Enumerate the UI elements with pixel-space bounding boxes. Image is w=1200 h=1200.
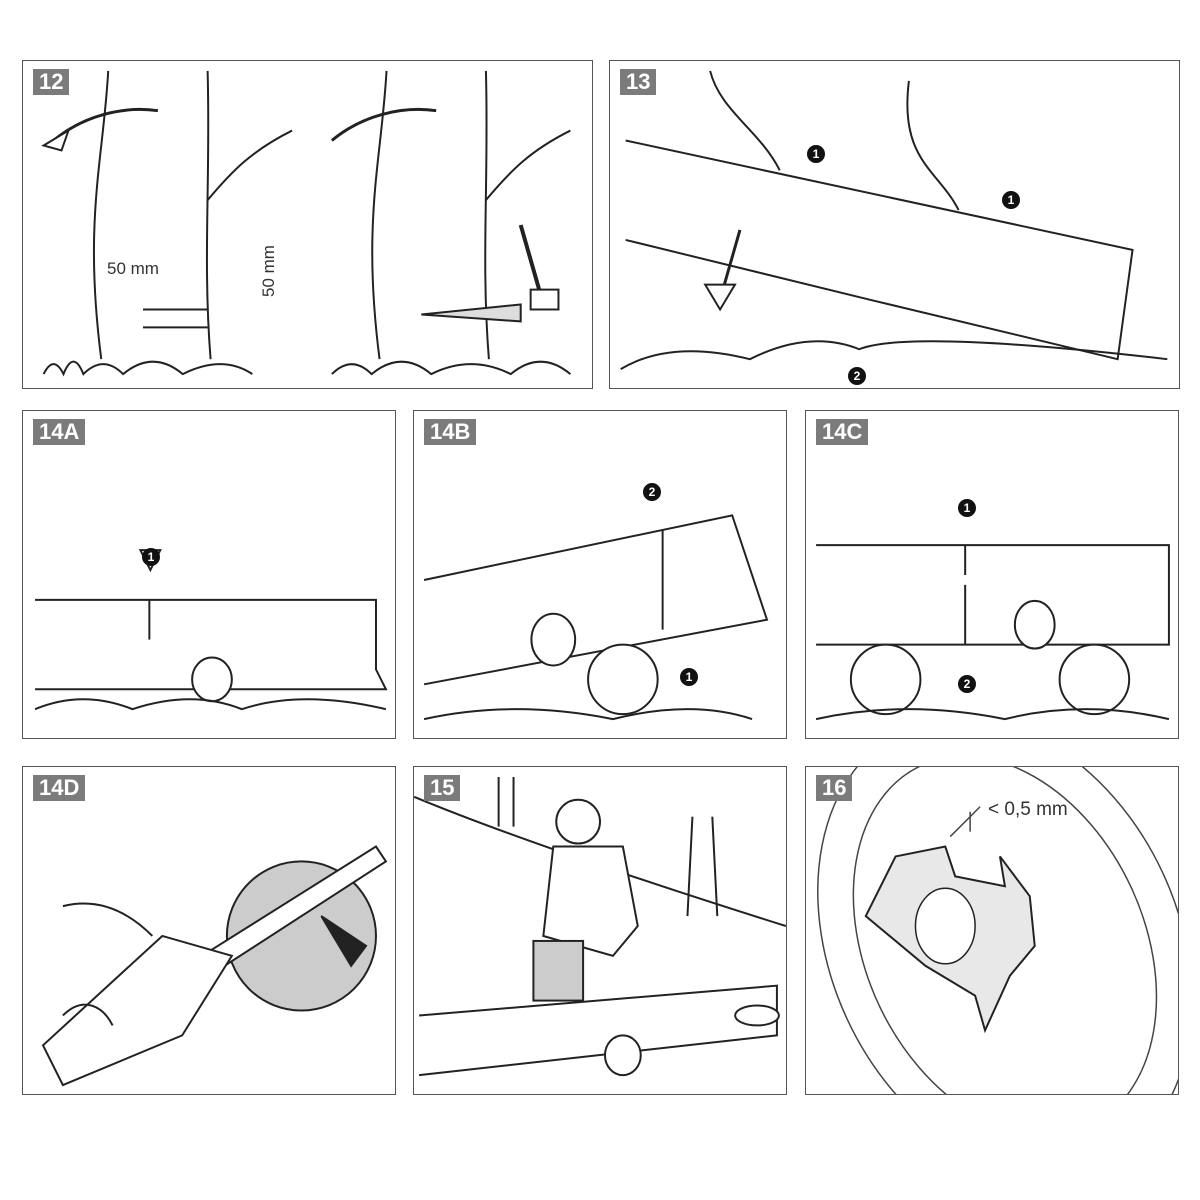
chainsaw-illustration (41, 845, 388, 1087)
log-illustration (34, 549, 388, 711)
figure-label: 14C (816, 419, 869, 445)
figure-16-sprocket-wear: 16 < 0,5 mm (805, 766, 1179, 1095)
figure-label: 14A (33, 419, 86, 445)
marker-1: 1 (958, 499, 976, 517)
fallen-tree-illustration (620, 70, 1168, 370)
figure-label: 16 (816, 775, 853, 801)
figure-13-limbing: 13 1 1 2 (609, 60, 1180, 389)
figure-label: 13 (620, 69, 657, 95)
operator-illustration (414, 776, 786, 1077)
figure-label: 14B (424, 419, 477, 445)
figure-14a-log-cut: 14A 1 (22, 410, 396, 739)
marker-1: 1 (807, 145, 825, 163)
log-illustration (423, 514, 769, 721)
marker-2: 2 (643, 483, 661, 501)
dimension-vertical: 50 mm (259, 245, 278, 297)
marker-2: 2 (848, 367, 866, 385)
sprocket-illustration (817, 767, 1178, 1094)
figure-label: 14D (33, 775, 86, 801)
marker-1: 1 (680, 668, 698, 686)
dimension-horizontal: 50 mm (107, 259, 159, 278)
marker-2: 2 (958, 675, 976, 693)
log-illustration (815, 544, 1170, 721)
wear-limit-dimension: < 0,5 mm (988, 799, 1068, 820)
figure-15-operator-cutting: 15 (413, 766, 787, 1095)
figure-14d-chainsaw-cut: 14D (22, 766, 396, 1095)
figure-label: 12 (33, 69, 70, 95)
figure-label: 15 (424, 775, 461, 801)
figure-14b-log-cut: 14B 2 1 (413, 410, 787, 739)
marker-1: 1 (1002, 191, 1020, 209)
marker-1: 1 (142, 548, 160, 566)
tree-felling-illustration (41, 70, 572, 377)
figure-14c-log-cut: 14C 1 2 (805, 410, 1179, 739)
figure-12-felling-notch: 12 50 mm 50 mm (22, 60, 593, 389)
